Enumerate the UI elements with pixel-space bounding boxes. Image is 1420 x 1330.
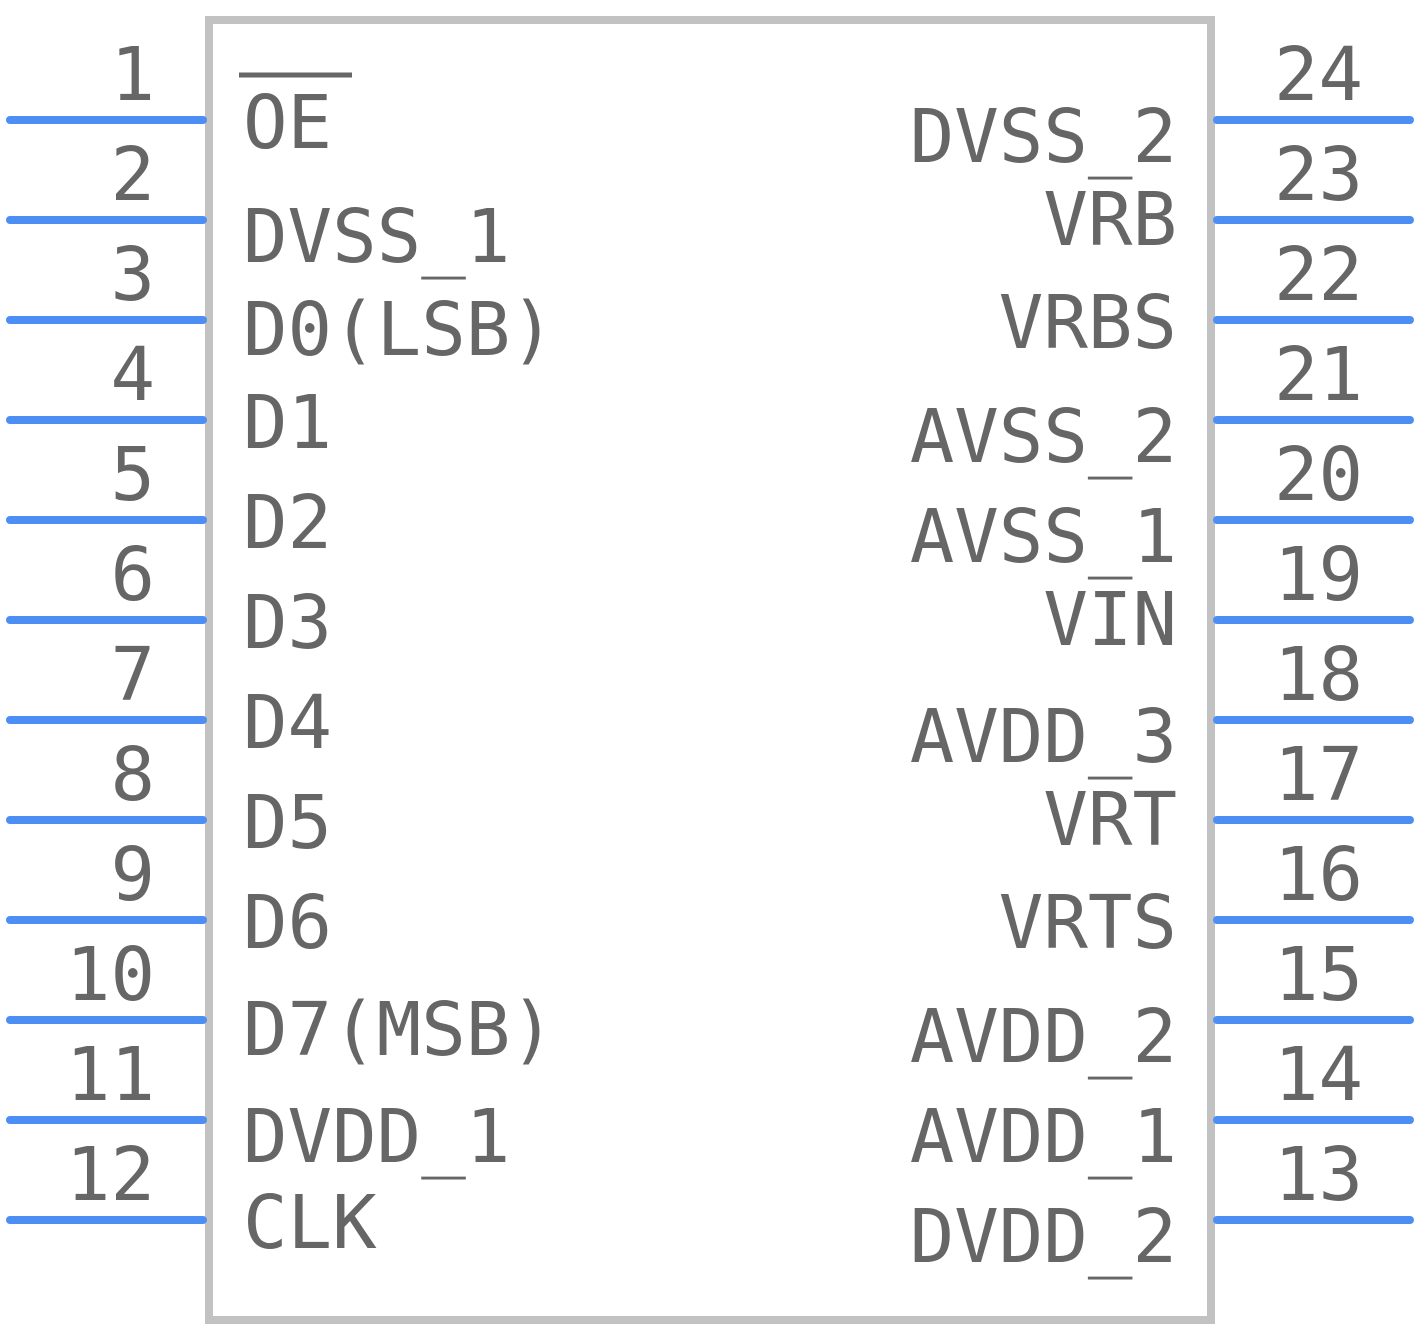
pin-number: 23: [1274, 132, 1363, 218]
pin-number: 5: [110, 432, 155, 518]
pin-number: 6: [110, 532, 155, 618]
pin-18: 18 AVDD_3: [910, 632, 1414, 780]
pin-number: 19: [1274, 532, 1363, 618]
pin-6: 6 D3: [6, 532, 332, 666]
pin-7: 7 D4: [6, 632, 332, 766]
pin-label: DVDD_1: [243, 1094, 510, 1180]
pin-5: 5 D2: [6, 432, 332, 566]
pin-label: AVDD_3: [910, 694, 1177, 780]
pin-16: 16 VRTS: [999, 832, 1414, 966]
ic-body-outline: [205, 16, 1215, 1324]
pin-label: AVSS_2: [910, 394, 1177, 480]
pin-15: 15 AVDD_2: [910, 932, 1414, 1080]
pin-label: DVSS_1: [243, 194, 510, 280]
pin-number: 20: [1274, 432, 1363, 518]
pin-label: DVSS_2: [910, 94, 1177, 180]
pin-number: 18: [1274, 632, 1363, 718]
pin-2: 2 DVSS_1: [6, 132, 510, 280]
pin-number: 13: [1274, 1132, 1363, 1218]
left-pins: 1 OE 2 DVSS_1 3 D0(LSB) 4 D1 5 D2 6 D3: [6, 32, 555, 1266]
pin-13: 13 DVDD_2: [910, 1132, 1414, 1280]
pin-label: VRBS: [999, 280, 1177, 366]
pin-label: VRTS: [999, 880, 1177, 966]
pin-17: 17 VRT: [1043, 732, 1414, 863]
pin-number: 3: [110, 232, 155, 318]
pin-9: 9 D6: [6, 832, 332, 966]
pin-label: CLK: [243, 1180, 377, 1266]
pin-number: 16: [1274, 832, 1363, 918]
pin-label: OE: [243, 80, 332, 166]
pin-21: 21 AVSS_2: [910, 332, 1414, 480]
pin-number: 14: [1274, 1032, 1363, 1118]
pin-number: 12: [66, 1132, 155, 1218]
pin-3: 3 D0(LSB): [6, 232, 555, 373]
pin-23: 23 VRB: [1043, 132, 1414, 263]
pin-number: 9: [110, 832, 155, 918]
pin-24: 24 DVSS_2: [910, 32, 1414, 180]
pin-label: D7(MSB): [243, 987, 555, 1073]
pin-label: D2: [243, 480, 332, 566]
pin-number: 11: [66, 1032, 155, 1118]
pin-label: D1: [243, 380, 332, 466]
pin-4: 4 D1: [6, 332, 332, 466]
pin-label: D3: [243, 580, 332, 666]
pin-label: VRB: [1043, 177, 1177, 263]
pin-label: AVDD_1: [910, 1094, 1177, 1180]
pin-number: 7: [110, 632, 155, 718]
pin-11: 11 DVDD_1: [6, 1032, 510, 1180]
pin-10: 10 D7(MSB): [6, 932, 555, 1073]
pin-8: 8 D5: [6, 732, 332, 866]
pin-label: AVDD_2: [910, 994, 1177, 1080]
pin-number: 21: [1274, 332, 1363, 418]
pin-number: 10: [66, 932, 155, 1018]
pin-number: 24: [1274, 32, 1363, 118]
pin-19: 19 VIN: [1043, 532, 1414, 663]
pin-label: DVDD_2: [910, 1194, 1177, 1280]
pin-1: 1 OE: [6, 32, 352, 166]
pin-14: 14 AVDD_1: [910, 1032, 1414, 1180]
pin-22: 22 VRBS: [999, 232, 1414, 366]
pin-number: 1: [110, 32, 155, 118]
pin-number: 4: [110, 332, 155, 418]
pin-label: D6: [243, 880, 332, 966]
pin-20: 20 AVSS_1: [910, 432, 1414, 580]
pin-number: 17: [1274, 732, 1363, 818]
pin-number: 2: [110, 132, 155, 218]
pin-label: D5: [243, 780, 332, 866]
pin-number: 22: [1274, 232, 1363, 318]
pin-label: VRT: [1043, 777, 1177, 863]
pin-number: 8: [110, 732, 155, 818]
pin-label: D0(LSB): [243, 287, 555, 373]
pin-label: AVSS_1: [910, 494, 1177, 580]
pin-label: D4: [243, 680, 332, 766]
pin-label: VIN: [1043, 577, 1177, 663]
right-pins: 24 DVSS_2 23 VRB 22 VRBS 21 AVSS_2 20 AV…: [910, 32, 1414, 1280]
pin-12: 12 CLK: [6, 1132, 377, 1266]
pin-number: 15: [1274, 932, 1363, 1018]
